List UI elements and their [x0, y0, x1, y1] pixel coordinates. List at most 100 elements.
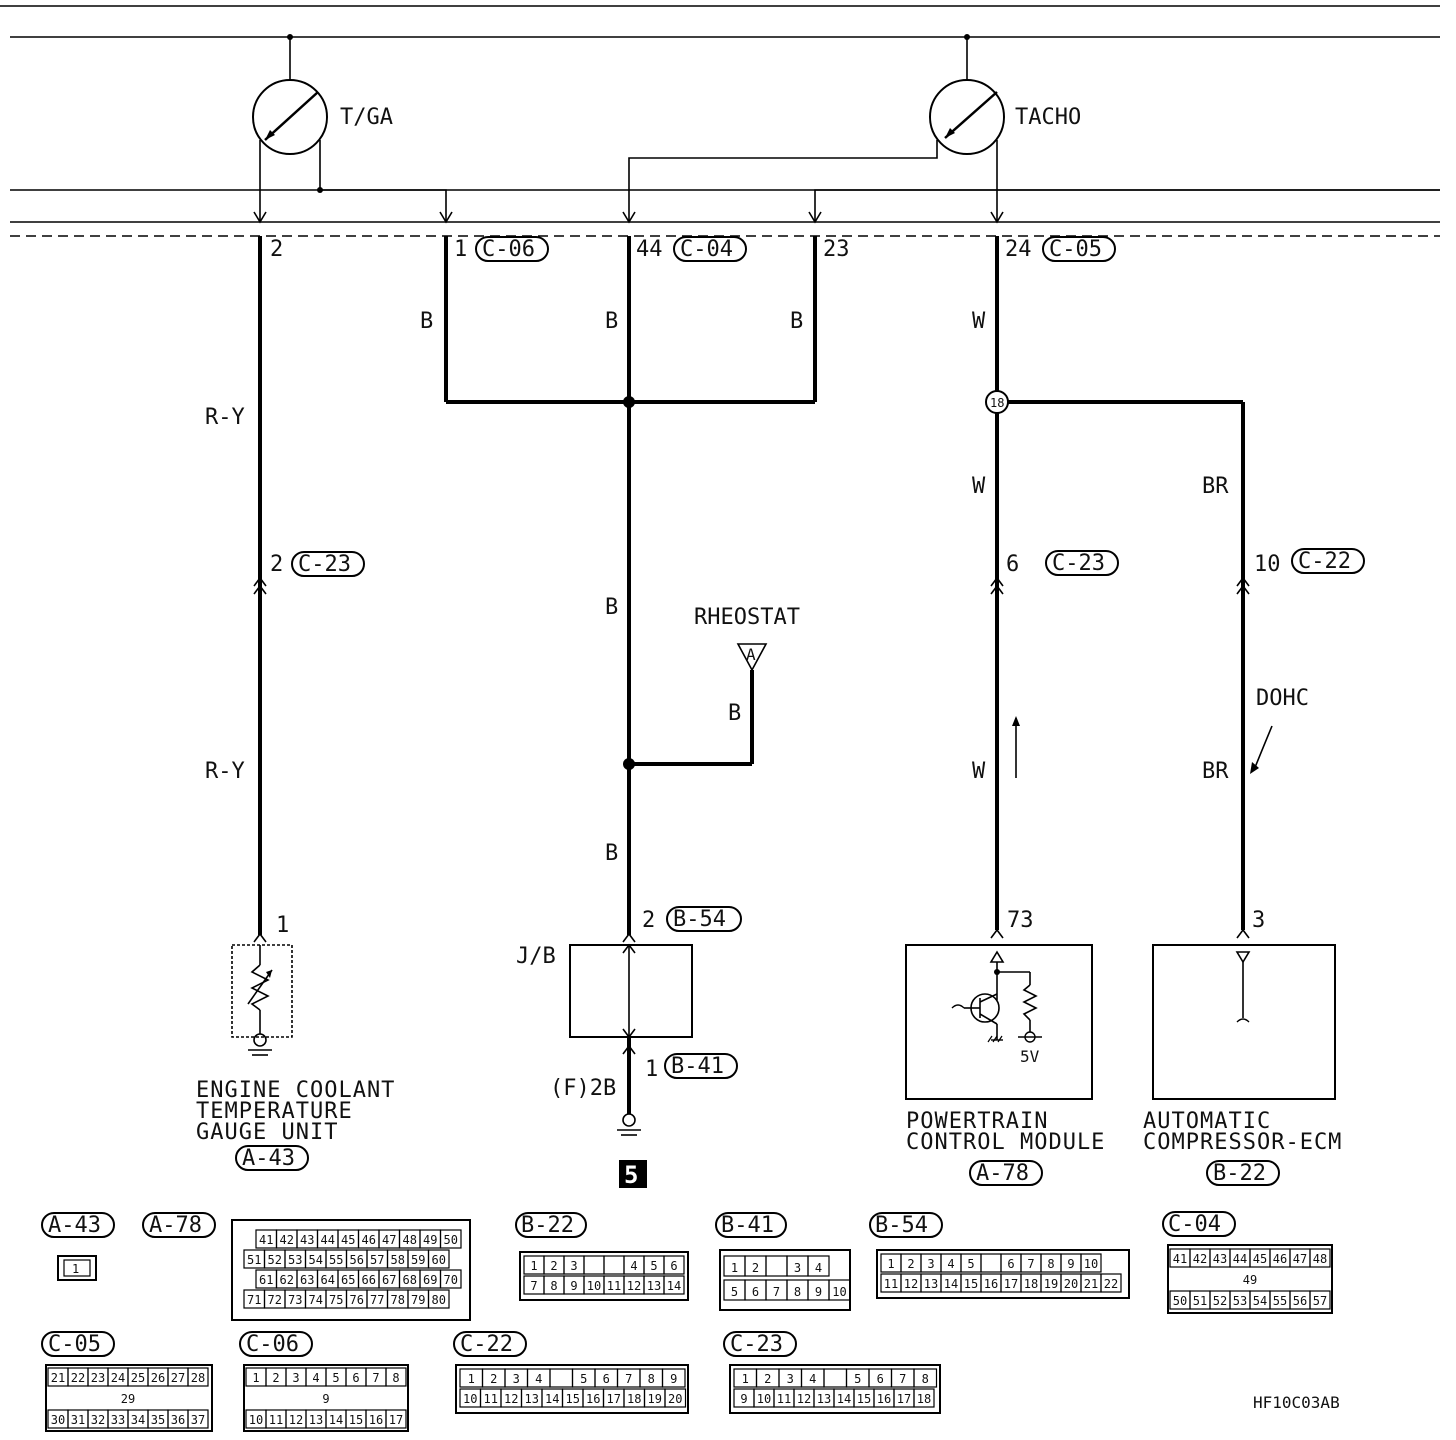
wire-b-3: B: [790, 309, 803, 334]
face-pin-label: 5: [731, 1285, 738, 1299]
junction-block: [569, 944, 693, 1038]
wire-b-1: B: [420, 309, 433, 334]
face-cell: [765, 1255, 788, 1277]
face-pin-label: 7: [530, 1279, 537, 1293]
face-b41-title: B-41: [721, 1213, 774, 1238]
face-cell: [807, 1255, 830, 1277]
face-pin-label: 2: [764, 1372, 771, 1386]
face-cell: [823, 1368, 848, 1388]
face-pin-label: 13: [647, 1279, 661, 1293]
face-pin-label: 3: [927, 1257, 934, 1271]
face-pin-label: 59: [411, 1253, 425, 1267]
face-pin-label: 29: [121, 1392, 135, 1406]
face-pin-label: 10: [1084, 1257, 1098, 1271]
face-cell: [913, 1388, 935, 1408]
face-pin-label: 43: [300, 1233, 314, 1247]
face-pin-label: 16: [984, 1277, 998, 1291]
face-pin-label: 44: [321, 1233, 335, 1247]
face-pin-label: 50: [444, 1233, 458, 1247]
pin-c05: 24: [1005, 237, 1032, 262]
face-pin-label: 75: [329, 1293, 343, 1307]
face-pin-label: 12: [904, 1277, 918, 1291]
face-pin-label: 51: [1193, 1294, 1207, 1308]
face-c05-title: C-05: [48, 1332, 101, 1357]
face-pin-label: 5: [332, 1371, 339, 1385]
pin-c04: 44: [636, 237, 663, 262]
face-pin-label: 68: [403, 1273, 417, 1287]
wire-br-2: BR: [1202, 759, 1229, 784]
face-pin-label: 14: [545, 1392, 559, 1406]
pin-sensor: 1: [276, 913, 289, 938]
face-pin-label: 56: [350, 1253, 364, 1267]
face-pin-label: 1: [887, 1257, 894, 1271]
face-pin-label: 9: [740, 1392, 747, 1406]
face-a43-pin: 1: [72, 1262, 79, 1276]
pin-jb-top: 2: [642, 908, 655, 933]
sensor-name-3: GAUGE UNIT: [196, 1120, 338, 1145]
face-pin-label: 19: [1044, 1277, 1058, 1291]
face-pin-label: 14: [837, 1392, 851, 1406]
face-pin-label: 9: [322, 1392, 329, 1406]
face-cell: [427, 1249, 450, 1269]
face-cell: [1080, 1253, 1102, 1273]
face-pin-label: 8: [550, 1279, 557, 1293]
face-pin-label: 11: [484, 1392, 498, 1406]
diagram-code: HF10C03AB: [1253, 1393, 1340, 1412]
face-pin-label: 51: [247, 1253, 261, 1267]
face-pin-label: 6: [877, 1372, 884, 1386]
face-pin-label: 11: [777, 1392, 791, 1406]
pcm-5v: 5V: [1020, 1047, 1040, 1066]
face-pin-label: 70: [444, 1273, 458, 1287]
wire-w-1: W: [972, 309, 986, 334]
rheostat-tag: A: [746, 645, 756, 664]
pin-pcm: 73: [1007, 908, 1034, 933]
face-pin-label: 57: [1313, 1294, 1327, 1308]
face-pin-label: 6: [603, 1372, 610, 1386]
face-cell: [980, 1253, 1002, 1273]
pin-tga: 2: [270, 237, 283, 262]
face-pin-label: 76: [350, 1293, 364, 1307]
pin-w-c23: 6: [1006, 552, 1019, 577]
face-pin-label: 18: [917, 1392, 931, 1406]
face-pin-label: 10: [463, 1392, 477, 1406]
c05-label: C-05: [1049, 237, 1102, 262]
face-b54-title: B-54: [875, 1213, 928, 1238]
ground-badge: [619, 1160, 647, 1188]
face-pin-label: 42: [280, 1233, 294, 1247]
tga-label: T/GA: [340, 105, 393, 130]
a43-badge: [235, 1145, 309, 1171]
face-pin-label: 46: [1273, 1252, 1287, 1266]
face-pin-label: 8: [1047, 1257, 1054, 1271]
c23-label-right: C-23: [1052, 551, 1105, 576]
face-pin-label: 2: [907, 1257, 914, 1271]
face-pin-label: 33: [111, 1413, 125, 1427]
face-cell: [1309, 1248, 1331, 1268]
face-pin-label: 64: [321, 1273, 335, 1287]
face-pin-label: 13: [309, 1413, 323, 1427]
face-pin-label: 1: [530, 1259, 537, 1273]
face-pin-label: 2: [490, 1372, 497, 1386]
pin-ry-c23: 2: [270, 552, 283, 577]
face-pin-label: 8: [922, 1372, 929, 1386]
face-pin-label: 15: [349, 1413, 363, 1427]
face-pin-label: 30: [51, 1413, 65, 1427]
wire-br-1: BR: [1202, 474, 1229, 499]
face-pin-label: 13: [817, 1392, 831, 1406]
face-pin-label: 15: [857, 1392, 871, 1406]
wire-w-3: W: [972, 759, 986, 784]
face-pin-label: 23: [91, 1371, 105, 1385]
sensor-name-1: ENGINE COOLANT: [196, 1078, 395, 1103]
face-pin-label: 53: [1233, 1294, 1247, 1308]
face-pin-label: 11: [269, 1413, 283, 1427]
pin-ecm: 3: [1252, 908, 1265, 933]
face-pin-label: 7: [773, 1285, 780, 1299]
face-pin-label: 7: [899, 1372, 906, 1386]
